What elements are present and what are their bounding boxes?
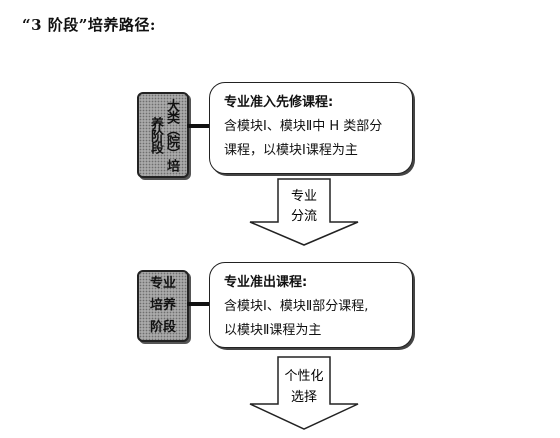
down-arrow-icon: 个性化 选择: [249, 356, 359, 430]
info-line: 以模块Ⅱ课程为主: [224, 323, 322, 338]
arrow-label: 选择: [291, 390, 317, 405]
arrow-label: 专业: [291, 189, 317, 204]
info-heading: 专业准出课程:: [224, 275, 308, 290]
stage-label: 大类（院）培养阶段: [148, 99, 179, 171]
arrow-label: 分流: [291, 209, 317, 224]
stage-box-broad-category: 大类（院）培养阶段: [137, 92, 189, 178]
info-box-exit-courses: 专业准出课程: 含模块Ⅰ、模块Ⅱ部分课程, 以模块Ⅱ课程为主: [209, 262, 413, 348]
info-line: 含模块Ⅰ、模块Ⅱ部分课程,: [224, 299, 369, 314]
info-line: 含模块Ⅰ、模块Ⅱ中 H 类部分: [224, 119, 383, 134]
connector-line: [187, 302, 211, 306]
stage-box-major-training: 专业 培养 阶段: [137, 270, 189, 342]
stage-label: 专业 培养 阶段: [149, 276, 176, 335]
info-line: 课程，以模块Ⅰ课程为主: [224, 143, 358, 158]
connector-line: [187, 124, 211, 128]
info-box-entry-courses: 专业准入先修课程: 含模块Ⅰ、模块Ⅱ中 H 类部分 课程，以模块Ⅰ课程为主: [209, 82, 413, 174]
arrow-label: 个性化: [284, 369, 323, 384]
info-heading: 专业准入先修课程:: [224, 95, 334, 110]
page-title: “3 阶段”培养路径:: [22, 16, 156, 34]
down-arrow-icon: 专业 分流: [249, 178, 359, 246]
